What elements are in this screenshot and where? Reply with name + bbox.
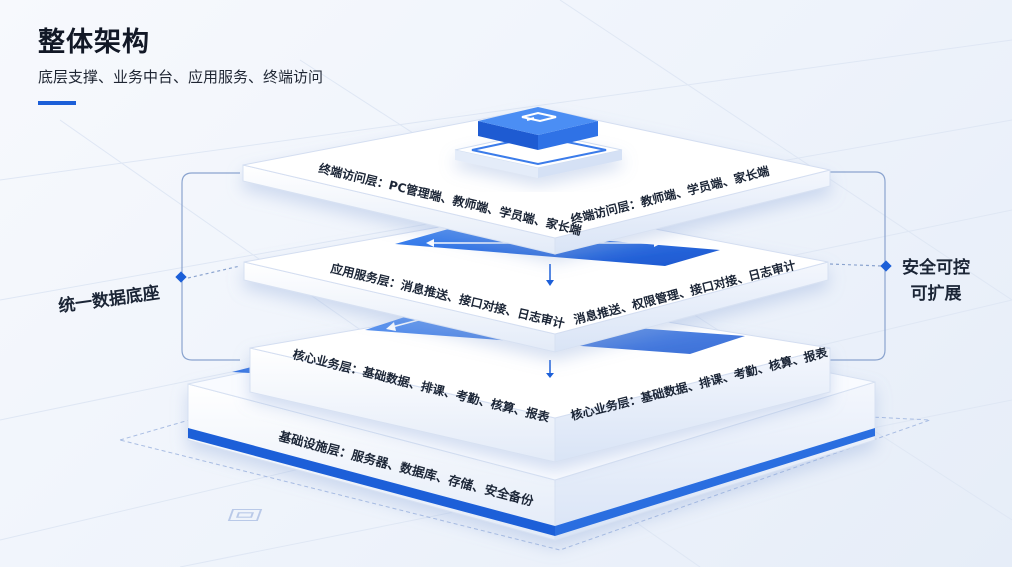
title-underline [38, 101, 76, 105]
left-diamond-icon [175, 271, 187, 283]
right-side-label: 安全可控 可扩展 [902, 255, 970, 307]
right-side-label-line2: 可扩展 [910, 284, 962, 304]
document-icon [521, 111, 557, 123]
right-side-label-line1: 安全可控 [902, 258, 970, 278]
right-diamond-icon [880, 260, 892, 272]
app-down-arrow-icon [546, 264, 554, 286]
floor-small-icon [227, 508, 263, 522]
base-dashed-outline [118, 387, 931, 551]
page-title: 整体架构 [38, 27, 150, 58]
layer-application [243, 207, 829, 353]
core-down-arrow-icon [546, 360, 554, 378]
left-bracket [181, 172, 241, 361]
top-block [478, 107, 598, 150]
page-subtitle: 底层支撑、业务中台、应用服务、终端访问 [38, 68, 324, 86]
right-bracket [829, 171, 886, 361]
